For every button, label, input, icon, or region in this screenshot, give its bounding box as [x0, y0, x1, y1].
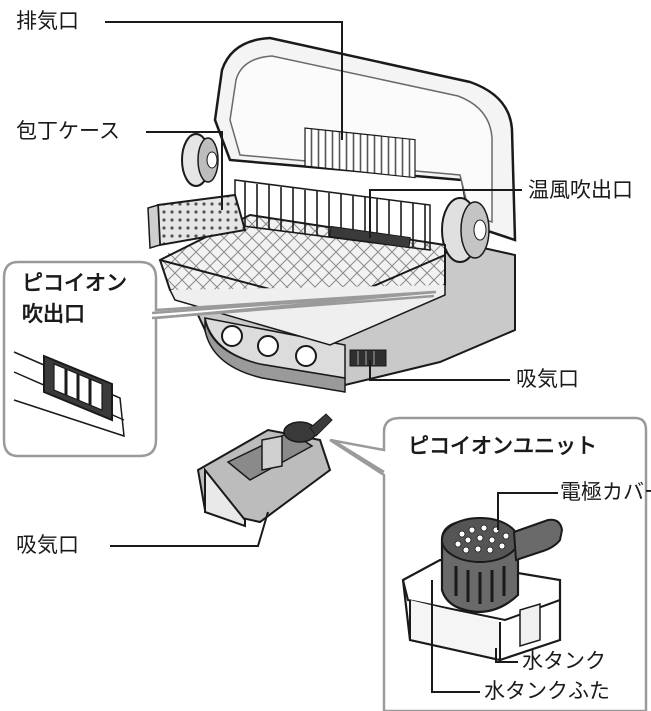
- label-pico-ion-unit-title: ピコイオンユニット: [408, 434, 597, 458]
- exhaust-vent: [304, 127, 416, 179]
- label-water-tank-lid: 水タンクふた: [484, 679, 610, 703]
- leader-intake-right: [369, 360, 510, 381]
- label-warm-air-outlet: 温風吹出口: [528, 178, 633, 202]
- leader-lines: [105, 21, 558, 693]
- leader-water-tank-lid: [431, 580, 480, 693]
- pico-ion-unit-removed: [196, 413, 333, 528]
- label-knife-case: 包丁ケース: [16, 119, 120, 143]
- leader-warm-air-outlet: [369, 189, 522, 238]
- control-knob-2: [257, 335, 279, 357]
- label-pico-ion-outlet-line2: 吹出口: [22, 302, 85, 326]
- label-water-tank: 水タンク: [522, 649, 606, 673]
- label-electrode-cover: 電極カバー: [560, 480, 651, 504]
- label-pico-ion-outlet-line1: ピコイオン: [22, 271, 127, 295]
- pico-ion-outlet-grille: [43, 354, 113, 422]
- label-intake-port-left: 吸気口: [16, 533, 79, 557]
- right-hinge: [441, 197, 490, 263]
- leader-electrode-cover: [497, 492, 558, 530]
- control-knob-1: [221, 325, 243, 347]
- leader-intake-left: [110, 511, 269, 547]
- control-knob-3: [295, 345, 317, 367]
- knife-case: [147, 193, 247, 249]
- leader-exhaust-port: [105, 21, 343, 140]
- intake-vent-body: [349, 349, 387, 367]
- dryer-body: [147, 36, 517, 393]
- leader-water-tank: [495, 648, 518, 663]
- pico-ion-unit-callout: [329, 416, 648, 711]
- label-intake-port-right: 吸気口: [516, 367, 579, 391]
- leader-knife-case: [146, 131, 223, 210]
- left-hinge: [181, 133, 219, 187]
- label-exhaust-port: 排気口: [16, 9, 79, 33]
- pico-ion-outlet-callout: [2, 260, 437, 458]
